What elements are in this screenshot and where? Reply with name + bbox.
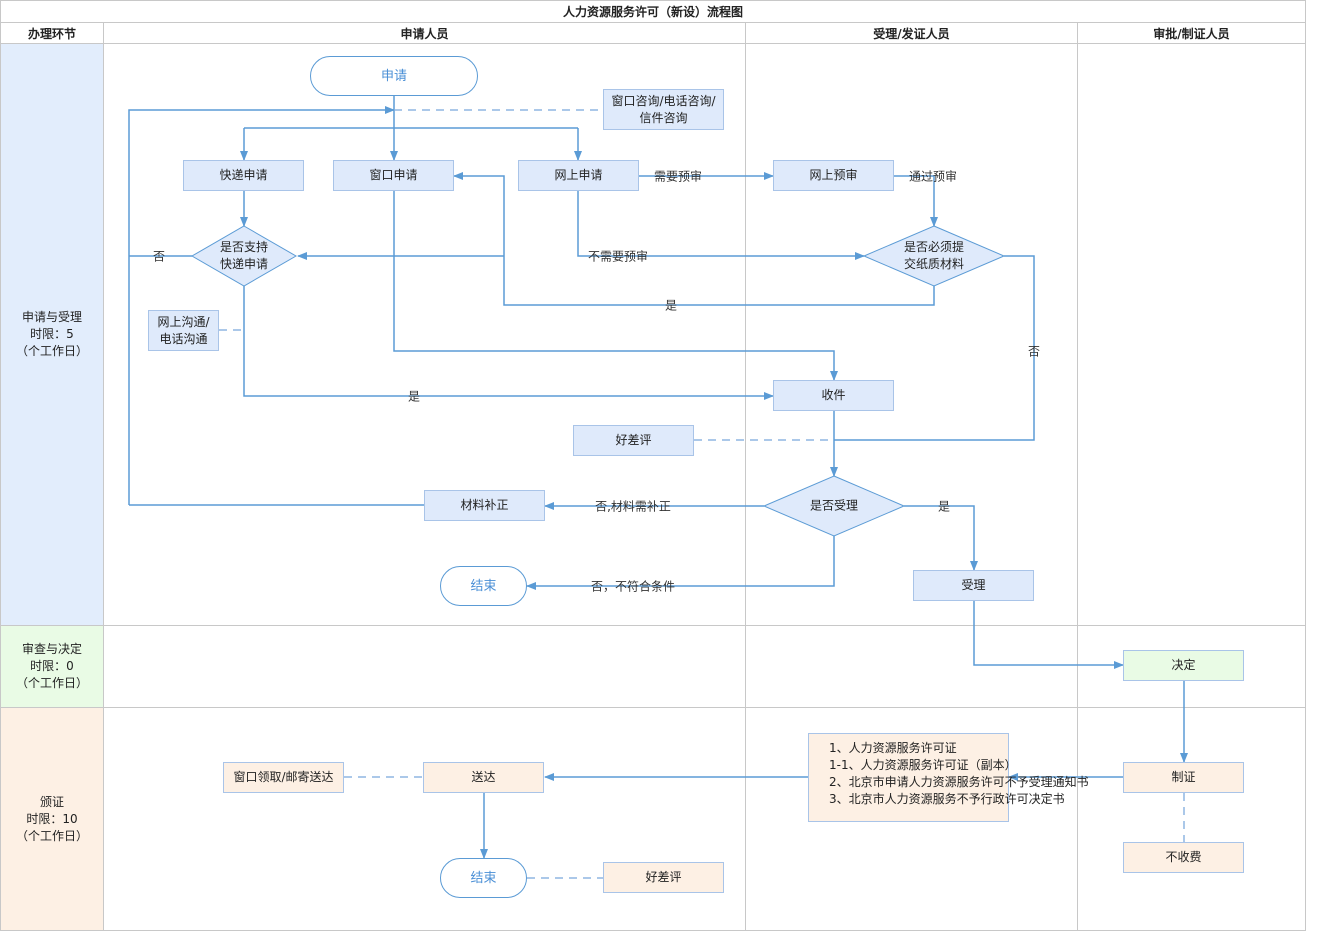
edge-label-no-supplement: 否,材料需补正: [595, 499, 671, 514]
express-apply-node[interactable]: 快递申请: [183, 160, 304, 191]
edge-label-no: 否: [1027, 344, 1041, 359]
pickup-node[interactable]: 窗口领取/邮寄送达: [223, 762, 344, 793]
no-fee-node[interactable]: 不收费: [1123, 842, 1244, 873]
doc-item: 1-1、人力资源服务许可证（副本）: [829, 758, 1017, 772]
doc-item: 2、北京市申请人力资源服务许可不予受理通知书: [829, 775, 1089, 789]
edge-label-need-precheck: 需要预审: [653, 169, 703, 184]
decide-node[interactable]: 决定: [1123, 650, 1244, 681]
decision-diamond: [762, 475, 906, 537]
rating-node-1[interactable]: 好差评: [573, 425, 694, 456]
receive-node[interactable]: 收件: [773, 380, 894, 411]
decision-diamond: [190, 225, 298, 287]
connector-line: [577, 191, 865, 260]
connector-line: [973, 601, 1124, 669]
end-node-2[interactable]: 结束: [440, 858, 527, 898]
edge-label-no: 否: [152, 249, 166, 264]
connector-line: [243, 286, 774, 400]
decision-diamond: [862, 225, 1006, 287]
consult-node[interactable]: 窗口咨询/电话咨询/ 信件咨询: [603, 89, 724, 130]
connector-line: [453, 172, 935, 306]
connector-line: [904, 505, 978, 571]
edge-label-yes: 是: [664, 298, 678, 313]
deliver-node[interactable]: 送达: [423, 762, 544, 793]
lane-issue: 颁证 时限：10 （个工作日）: [0, 707, 104, 931]
paper-required-decision[interactable]: 是否必须提 交纸质材料: [903, 240, 965, 271]
online-precheck-node[interactable]: 网上预审: [773, 160, 894, 191]
end-node-1[interactable]: 结束: [440, 566, 527, 606]
connector-line: [894, 175, 938, 227]
online-comm-node[interactable]: 网上沟通/ 电话沟通: [148, 310, 219, 351]
lane-apply-accept: 申请与受理 时限：5 （个工作日）: [0, 43, 104, 626]
connector-line: [393, 191, 838, 381]
edge-label-no-precheck: 不需要预审: [587, 249, 649, 264]
doc-item: 3、北京市人力资源服务不予行政许可决定书: [829, 792, 1065, 806]
express-support-decision[interactable]: 是否支持 快递申请: [219, 240, 269, 271]
connector-line: [128, 106, 395, 505]
doc-item: 1、人力资源服务许可证: [829, 741, 957, 755]
edge-label-no-unqualified: 否，不符合条件: [590, 579, 676, 594]
edge-label-yes: 是: [407, 389, 421, 404]
documents-node[interactable]: 1、人力资源服务许可证 1-1、人力资源服务许可证（副本） 2、北京市申请人力资源服…: [808, 733, 1089, 822]
apply-start-node[interactable]: 申请: [310, 56, 478, 96]
accept-node[interactable]: 受理: [913, 570, 1034, 601]
connector-line: [834, 255, 1035, 441]
online-apply-node[interactable]: 网上申请: [518, 160, 639, 191]
connector-line: [526, 536, 835, 590]
window-apply-node[interactable]: 窗口申请: [333, 160, 454, 191]
lane-review-decide: 审查与决定 时限：0 （个工作日）: [0, 625, 104, 708]
accept-decision[interactable]: 是否受理: [809, 498, 859, 513]
supplement-node[interactable]: 材料补正: [424, 490, 545, 521]
make-cert-node[interactable]: 制证: [1123, 762, 1244, 793]
edge-label-yes: 是: [937, 499, 951, 514]
rating-node-2[interactable]: 好差评: [603, 862, 724, 893]
edge-label-pass-precheck: 通过预审: [908, 169, 958, 184]
